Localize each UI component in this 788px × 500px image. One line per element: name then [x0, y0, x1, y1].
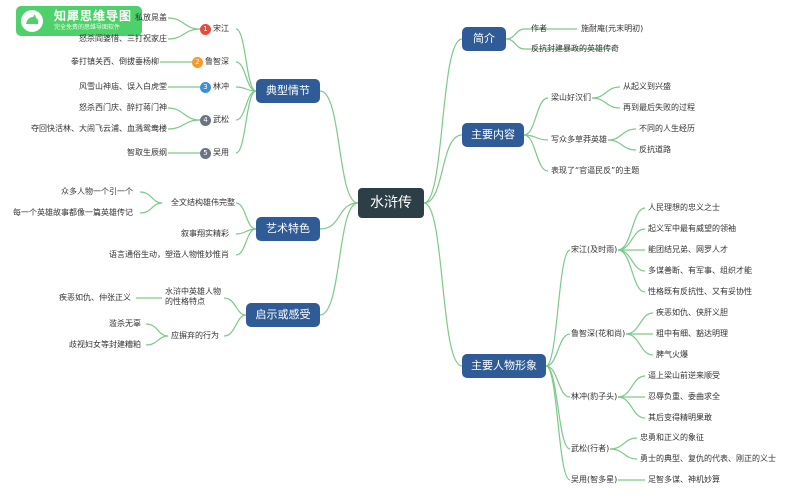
- intro-author-label[interactable]: 作者: [531, 24, 547, 33]
- content-liangshan-2[interactable]: 再到最后失败的过程: [623, 103, 695, 112]
- number-badge-5: 5: [200, 148, 211, 159]
- content-theme[interactable]: 表现了“官逼民反”的主题: [551, 166, 640, 175]
- number-badge-2: 2: [192, 57, 203, 68]
- char-songjiang-2[interactable]: 起义军中最有威望的领袖: [648, 224, 736, 233]
- logo-subtitle: 完全免费的思维导图软件: [54, 24, 121, 31]
- insight-traits-1[interactable]: 疾恶如仇、仲张正义: [59, 293, 131, 302]
- intro-theme[interactable]: 反抗封建暴政的英雄传奇: [531, 44, 619, 53]
- insight-traits[interactable]: 水浒中英雄人物 的性格特点: [165, 287, 221, 306]
- char-songjiang-3[interactable]: 能团结兄弟、网罗人才: [648, 245, 728, 254]
- logo: 知犀思维导图 完全免费的思维导图软件: [16, 6, 142, 36]
- insight-abandon[interactable]: 应摒弃的行为: [171, 331, 219, 340]
- plot-char-wuyong[interactable]: 吴用: [213, 148, 229, 157]
- rhino-logo-icon: [21, 10, 43, 32]
- plot-wuyong[interactable]: 智取生辰纲: [127, 148, 167, 157]
- plot-char-wusong[interactable]: 武松: [213, 115, 229, 124]
- number-badge-3: 3: [200, 82, 211, 93]
- char-luzhishen-1[interactable]: 疾恶如仇、侠肝义胆: [656, 308, 728, 317]
- number-badge-1: 1: [200, 24, 211, 35]
- plot-linchong[interactable]: 风雪山神庙、误入白虎堂: [79, 82, 167, 91]
- art-structure-2[interactable]: 每一个英雄故事都像一篇英雄传记: [13, 208, 133, 217]
- branch-characters[interactable]: 主要人物形象: [462, 354, 546, 378]
- char-luzhishen[interactable]: 鲁智深(花和尚): [571, 329, 626, 338]
- char-songjiang-1[interactable]: 人民理想的忠义之士: [648, 203, 720, 212]
- plot-wusong-1[interactable]: 怒杀西门庆、醉打蒋门神: [79, 103, 167, 112]
- content-heroes[interactable]: 写众多草莽英雄: [551, 135, 607, 144]
- branch-art[interactable]: 艺术特色: [256, 217, 320, 241]
- char-songjiang[interactable]: 宋江(及时雨): [571, 245, 618, 254]
- plot-luzhishen[interactable]: 拳打镇关西、倒拔垂杨柳: [71, 57, 159, 66]
- char-linchong-2[interactable]: 忍辱负重、委曲求全: [648, 392, 720, 401]
- content-liangshan-1[interactable]: 从起义到兴盛: [623, 82, 671, 91]
- char-songjiang-5[interactable]: 性格既有反抗性、又有妥协性: [648, 287, 752, 296]
- content-heroes-2[interactable]: 反抗道路: [639, 145, 671, 154]
- plot-songjiang-1[interactable]: 私放晁盖: [135, 13, 167, 22]
- plot-char-linchong[interactable]: 林冲: [213, 82, 229, 91]
- char-linchong-1[interactable]: 逼上梁山前逆来顺受: [648, 371, 720, 380]
- char-wusong-2[interactable]: 勇士的典型、复仇的代表、刚正的义士: [640, 454, 776, 463]
- art-narration[interactable]: 叙事翔实精彩: [181, 229, 229, 238]
- branch-content[interactable]: 主要内容: [462, 123, 524, 147]
- content-liangshan[interactable]: 梁山好汉们: [551, 93, 591, 102]
- branch-insight[interactable]: 启示或感受: [246, 303, 320, 327]
- art-structure[interactable]: 全文结构雄伟完整: [171, 198, 235, 207]
- insight-abandon-1[interactable]: 滥杀无辜: [109, 319, 141, 328]
- insight-abandon-2[interactable]: 歧视妇女等封建糟粕: [69, 340, 141, 349]
- plot-char-songjiang[interactable]: 宋江: [213, 24, 229, 33]
- char-wuyong[interactable]: 吴用(智多星): [571, 475, 618, 484]
- logo-title: 知犀思维导图: [54, 9, 133, 23]
- char-luzhishen-2[interactable]: 粗中有细、豁达明理: [656, 329, 728, 338]
- char-wusong-1[interactable]: 忠勇和正义的象征: [640, 433, 704, 442]
- art-structure-1[interactable]: 众多人物一个引一个: [61, 187, 133, 196]
- char-wuyong-1[interactable]: 足智多谋、神机妙算: [648, 475, 720, 484]
- plot-char-luzhishen[interactable]: 鲁智深: [205, 57, 229, 66]
- intro-author-value[interactable]: 施耐庵(元末明初): [581, 24, 644, 33]
- branch-intro[interactable]: 简介: [462, 27, 506, 51]
- char-wusong[interactable]: 武松(行者): [571, 444, 610, 453]
- number-badge-4: 4: [200, 115, 211, 126]
- art-language[interactable]: 语言通俗生动，塑造人物惟妙惟肖: [109, 250, 229, 259]
- char-linchong-3[interactable]: 其后变得精明果敢: [648, 413, 712, 422]
- content-heroes-1[interactable]: 不同的人生经历: [639, 124, 695, 133]
- char-linchong[interactable]: 林冲(豹子头): [571, 392, 618, 401]
- char-luzhishen-3[interactable]: 脾气火爆: [656, 350, 688, 359]
- char-songjiang-4[interactable]: 多谋善断、有军事、组织才能: [648, 266, 752, 275]
- root-node[interactable]: 水浒传: [358, 188, 424, 218]
- branch-plots[interactable]: 典型情节: [256, 79, 320, 103]
- plot-wusong-2[interactable]: 夺回快活林、大闹飞云浦、血溅鸳鸯楼: [31, 124, 167, 133]
- plot-songjiang-2[interactable]: 怒杀阎婆惜、三打祝家庄: [79, 34, 167, 43]
